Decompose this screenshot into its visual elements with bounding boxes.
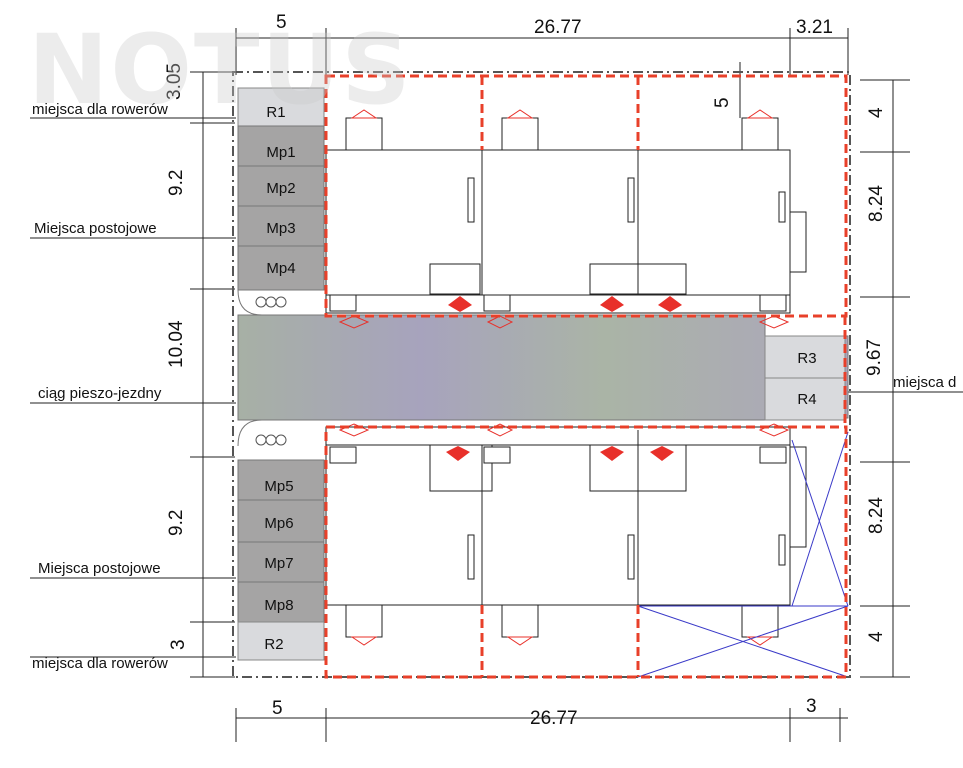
dim-top-mid: 26.77: [534, 17, 582, 38]
hatched-area: [637, 431, 849, 678]
slot-r4: R4: [797, 391, 816, 408]
slot-mp6: Mp6: [264, 515, 293, 532]
slot-mp7: Mp7: [264, 555, 293, 572]
slot-mp4: Mp4: [266, 260, 295, 277]
dim-left-bottom: 3: [168, 639, 189, 650]
dim-left-top: 3.05: [164, 63, 185, 100]
label-bike-bottom: miejsca dla rowerów: [32, 655, 168, 672]
site-boundary: [232, 71, 851, 678]
dim-bottom-right: 3: [806, 696, 817, 717]
label-bike-right: miejsca d: [893, 374, 956, 391]
slot-r3: R3: [797, 350, 816, 367]
slot-mp5: Mp5: [264, 478, 293, 495]
slot-r2: R2: [264, 636, 283, 653]
slot-mp1: Mp1: [266, 144, 295, 161]
label-parking-top: Miejsca postojowe: [34, 220, 157, 237]
dim-bottom-mid: 26.77: [530, 708, 578, 729]
dim-left-lower: 9.2: [166, 510, 187, 536]
label-parking-bottom: Miejsca postojowe: [38, 560, 161, 577]
dim-right-bottom: 4: [866, 631, 887, 642]
slot-r1: R1: [266, 104, 285, 121]
dim-left-mid: 10.04: [166, 320, 187, 368]
label-bike-top: miejsca dla rowerów: [32, 101, 168, 118]
slot-mp2: Mp2: [266, 180, 295, 197]
dim-right-lower: 8.24: [866, 497, 887, 534]
dim-top-left: 5: [276, 12, 287, 33]
label-road: ciąg pieszo-jezdny: [38, 385, 162, 402]
dim-right-mid: 9.67: [864, 339, 885, 376]
building-north: [325, 149, 807, 314]
building-south: [325, 426, 807, 606]
dim-left-upper: 9.2: [166, 170, 187, 196]
slot-mp3: Mp3: [266, 220, 295, 237]
plot-boundaries: [324, 74, 848, 679]
dim-bottom-left: 5: [272, 698, 283, 719]
dimension-lines: [30, 28, 963, 742]
dim-right-upper: 8.24: [866, 185, 887, 222]
dim-top-right: 3.21: [796, 17, 833, 38]
dim-right-top: 4: [866, 107, 887, 118]
slot-mp8: Mp8: [264, 597, 293, 614]
dim-inner-top: 5: [712, 97, 733, 108]
